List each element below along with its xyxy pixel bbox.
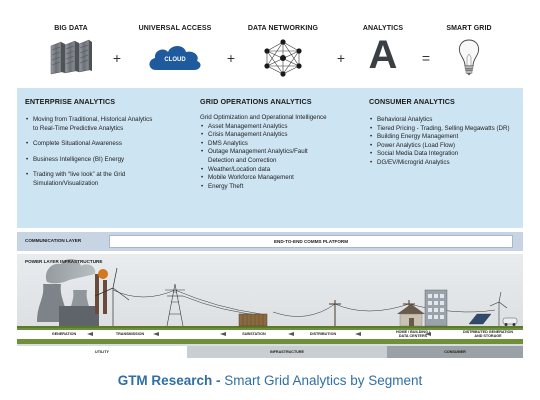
solar-panel: [468, 313, 492, 325]
list-item: Social Media Data Integration: [369, 150, 521, 159]
list-item: Energy Theft: [200, 183, 355, 192]
cloud-icon: CLOUD: [146, 42, 204, 77]
caption-source: GTM Research -: [117, 373, 221, 388]
letter-a-icon: A: [368, 33, 398, 77]
caption-title: Smart Grid Analytics by Segment: [224, 373, 423, 388]
power-plant: [37, 258, 107, 326]
grid-operations-analytics-title: GRID OPERATIONS ANALYTICS: [200, 97, 312, 106]
analytics-label: ANALYTICS: [362, 25, 404, 32]
big-data-label: BIG DATA: [54, 25, 88, 32]
data-networking-label: DATA NETWORKING: [247, 25, 319, 32]
house: [397, 304, 425, 327]
office-building: [424, 289, 448, 327]
list-item: Building Energy Management: [369, 133, 521, 142]
stage-home-line2: DATA CENTERS: [398, 334, 428, 339]
list-item: Weather/Location data: [200, 166, 355, 175]
smart-grid-label: SMART GRID: [446, 25, 492, 32]
list-item-continuation: to Real-Time Predictive Analytics: [33, 124, 124, 132]
communication-layer: COMMUNICATION LAYER END-TO-END COMMS PLA…: [17, 232, 523, 251]
universal-access-label: UNIVERSAL ACCESS: [138, 25, 212, 32]
list-item: Moving from Traditional, Historical Anal…: [25, 116, 190, 125]
substation: [238, 313, 268, 327]
stage-substation-label: SUBSTATION: [242, 332, 266, 336]
enterprise-analytics-column: ENTERPRISE ANALYTICS Moving from Traditi…: [25, 97, 190, 189]
list-item: Crisis Management Analytics: [200, 131, 355, 140]
plus-operator: +: [226, 50, 236, 66]
comms-platform-bar: END-TO-END COMMS PLATFORM: [109, 235, 513, 248]
power-layer: POWER LAYER INFRASTRUCTURE: [17, 254, 523, 358]
cloud-icon-text: CLOUD: [164, 57, 186, 63]
list-item: DMS Analytics: [200, 140, 355, 149]
segment-consumer-label: CONSUMER: [444, 350, 466, 354]
server-racks-icon: [49, 38, 93, 81]
stage-distribution-label: DISTRIBUTION: [309, 332, 337, 336]
list-item: DG/EV/Microgrid Analytics: [369, 159, 521, 168]
stage-band: [17, 330, 523, 339]
electric-car: [502, 317, 518, 326]
segment-utility: UTILITY: [17, 346, 187, 357]
stage-home-line1: HOME / BUILDING /: [395, 330, 431, 334]
power-layer-label: POWER LAYER INFRASTRUCTURE: [25, 259, 103, 264]
plus-operator: +: [112, 50, 122, 66]
list-item: Power Analytics (Load Flow): [369, 142, 521, 151]
list-item: Outage Management Analytics/Fault: [200, 148, 355, 157]
stage-dist-line2: AND STORAGE: [474, 334, 502, 339]
stage-home-building-label: HOME / BUILDING / DATA CENTERS: [396, 330, 430, 338]
consumer-analytics-column: CONSUMER ANALYTICS Behavioral Analytics …: [369, 97, 521, 168]
list-item-continuation: Detection and Correction: [208, 156, 277, 164]
list-item-continuation: Simulation/Visualization: [33, 179, 99, 187]
grid-operations-analytics-column: GRID OPERATIONS ANALYTICS Grid Optimizat…: [200, 97, 355, 191]
list-item: Asset Management Analytics: [200, 123, 355, 132]
grid-operations-intro: Grid Optimization and Operational Intell…: [200, 114, 327, 121]
list-item: Behavioral Analytics: [369, 116, 521, 125]
light-bulb-icon: [457, 38, 481, 83]
equals-operator: =: [421, 50, 431, 66]
communication-layer-label: COMMUNICATION LAYER: [25, 238, 82, 243]
list-item: Tiered Pricing - Trading, Selling Megawa…: [369, 125, 521, 134]
list-item: Trading with “live look” at the Grid: [25, 171, 190, 180]
analytics-panel: ENTERPRISE ANALYTICS Moving from Traditi…: [17, 88, 523, 228]
segment-consumer: CONSUMER: [387, 346, 523, 357]
segment-utility-label: UTILITY: [95, 350, 109, 354]
transmission-tower: [165, 283, 185, 327]
enterprise-analytics-title: ENTERPRISE ANALYTICS: [25, 97, 116, 106]
stage-generation-label: GENERATION: [51, 332, 77, 336]
sun: [98, 269, 108, 279]
stage-transmission-label: TRANSMISSION: [115, 332, 145, 336]
list-item: Business Intelligence (BI) Energy: [25, 156, 190, 165]
comms-platform-label: END-TO-END COMMS PLATFORM: [273, 239, 349, 244]
list-item: Complete Situational Awareness: [25, 140, 190, 149]
segment-infrastructure-label: INFRASTRUCTURE: [269, 350, 304, 354]
network-mesh-icon: [263, 39, 303, 82]
plus-operator: +: [336, 50, 346, 66]
power-infrastructure-illustration: [17, 254, 523, 358]
consumer-analytics-title: CONSUMER ANALYTICS: [369, 97, 455, 106]
stage-dist-line1: DISTRIBUTED GENERATION: [462, 330, 514, 334]
list-item: Mobile Workforce Management: [200, 174, 355, 183]
wind-turbine: [94, 267, 130, 326]
small-wind-turbine: [489, 291, 508, 326]
segment-infrastructure: INFRASTRUCTURE: [187, 346, 387, 357]
figure-caption: GTM Research - Smart Grid Analytics by S…: [0, 373, 540, 388]
stage-distributed-generation-label: DISTRIBUTED GENERATION AND STORAGE: [463, 330, 513, 338]
